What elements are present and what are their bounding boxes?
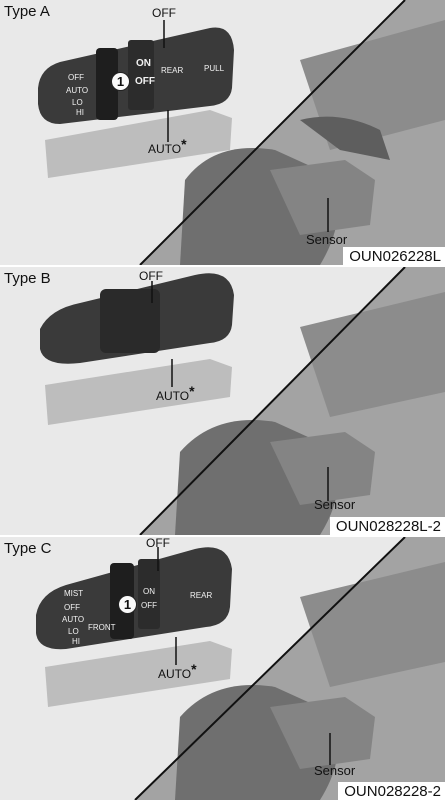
switch-label-off: OFF: [64, 603, 80, 612]
switch-label-mist: MIST: [64, 589, 83, 598]
figure-code-a: OUN026228L: [343, 247, 445, 265]
switch-label-auto: AUTO: [62, 615, 84, 624]
sensor-callout: Sensor: [306, 232, 347, 247]
type-a-illustration: [0, 0, 445, 265]
auto-callout: AUTO*: [148, 140, 187, 156]
switch-label-rear: REAR: [190, 591, 212, 600]
ring-switch: [100, 289, 160, 353]
figure-code-c: OUN028228-2: [338, 782, 445, 800]
auto-asterisk: *: [181, 136, 186, 152]
sensor-callout: Sensor: [314, 763, 355, 778]
sensor-callout: Sensor: [314, 497, 355, 512]
auto-callout-text: AUTO: [158, 667, 191, 681]
switch-label-off: OFF: [68, 73, 84, 82]
figure-code-b: OUN028228L-2: [330, 517, 445, 535]
auto-asterisk: *: [191, 661, 196, 677]
off-callout: OFF: [146, 537, 170, 550]
type-b-illustration: [0, 267, 445, 535]
panel-type-a: Type A OFF AUTO* Sensor 1 OFF AUTO LO HI…: [0, 0, 445, 265]
type-b-label: Type B: [4, 270, 51, 287]
rear-ring: [128, 40, 154, 110]
switch-label-off2: OFF: [135, 76, 155, 87]
stalk-reflection: [45, 359, 232, 425]
off-callout: OFF: [139, 269, 163, 283]
type-a-label: Type A: [4, 3, 50, 20]
switch-label-on: ON: [143, 587, 155, 596]
switch-label-hi: HI: [76, 108, 84, 117]
switch-label-auto: AUTO: [66, 86, 88, 95]
switch-label-lo: LO: [72, 98, 83, 107]
switch-label-off2: OFF: [141, 601, 157, 610]
auto-callout-text: AUTO: [156, 389, 189, 403]
auto-callout: AUTO*: [158, 665, 197, 681]
switch-label-lo: LO: [68, 627, 79, 636]
switch-label-front: FRONT: [88, 623, 116, 632]
type-c-illustration: [0, 537, 445, 800]
type-c-label: Type C: [4, 540, 52, 557]
position-badge: 1: [111, 72, 130, 91]
position-badge: 1: [118, 595, 137, 614]
switch-label-hi: HI: [72, 637, 80, 646]
switch-label-pull: PULL: [204, 64, 224, 73]
auto-asterisk: *: [189, 383, 194, 399]
auto-callout: AUTO*: [156, 387, 195, 403]
switch-label-on: ON: [136, 58, 151, 69]
off-callout: OFF: [152, 6, 176, 20]
switch-label-rear: REAR: [161, 66, 183, 75]
panel-type-c: Type C OFF AUTO* Sensor 1 MIST OFF AUTO …: [0, 537, 445, 800]
panel-type-b: Type B OFF AUTO* Sensor OUN028228L-2: [0, 267, 445, 535]
auto-callout-text: AUTO: [148, 142, 181, 156]
